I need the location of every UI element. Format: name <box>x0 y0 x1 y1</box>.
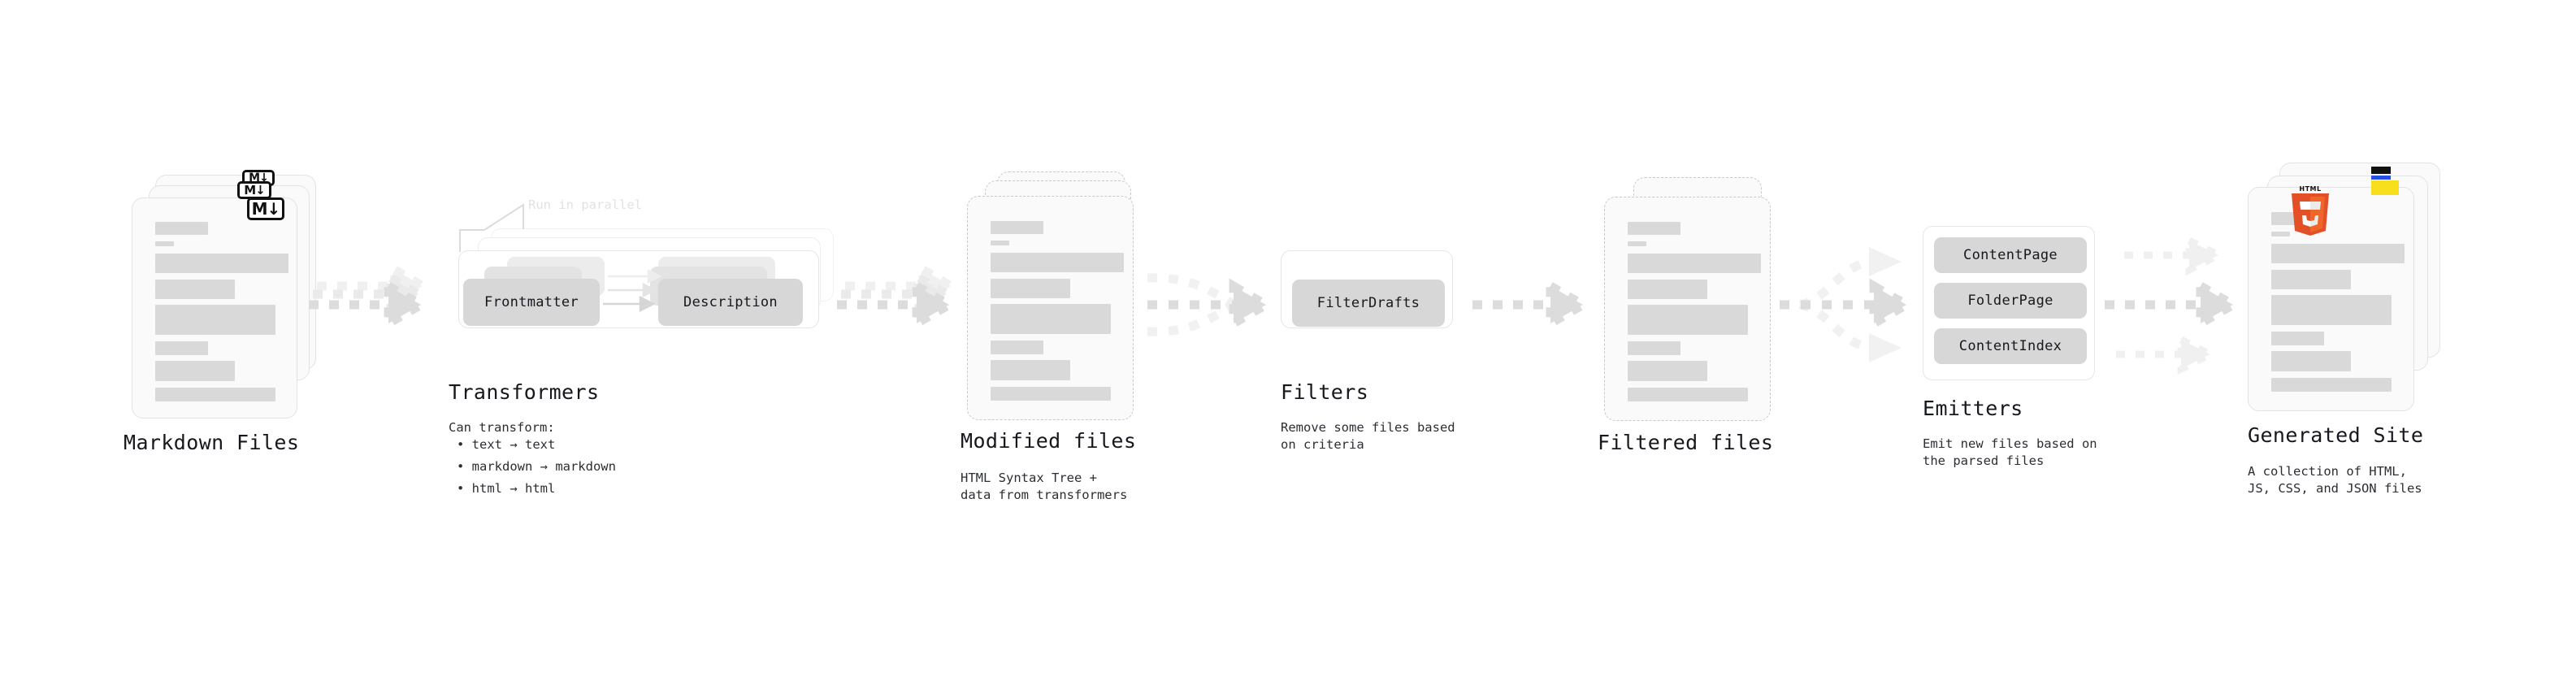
run-in-parallel-label: Run in parallel <box>528 197 642 212</box>
transformers-bullet-2: • html → html <box>457 481 556 496</box>
transformer-node-frontmatter[interactable]: Frontmatter <box>463 279 600 326</box>
emitters-subtitle: Emit new files based on the parsed files <box>1923 436 2097 468</box>
generated-file-card-front <box>2248 187 2414 411</box>
generated-site-subtitle: A collection of HTML, JS, CSS, and JSON … <box>2248 464 2422 496</box>
arrow-transformers-to-modified <box>837 262 960 332</box>
filters-title: Filters <box>1281 380 1369 404</box>
modified-files-subtitle: HTML Syntax Tree + data from transformer… <box>961 471 1128 502</box>
arrow-modified-to-filters <box>1147 273 1276 336</box>
html5-icon-label: HTML <box>2299 185 2322 193</box>
markdown-icon: M↓ <box>247 197 284 220</box>
css-icon <box>2371 167 2391 180</box>
emitter-node-folderpage[interactable]: FolderPage <box>1934 283 2087 319</box>
modified-files-title: Modified files <box>961 429 1137 453</box>
emitter-node-contentpage[interactable]: ContentPage <box>1934 237 2087 273</box>
transformer-node-description[interactable]: Description <box>658 279 803 326</box>
markdown-files-title: Markdown Files <box>124 431 300 454</box>
arrow-markdown-to-transformers <box>309 262 432 332</box>
js-icon <box>2371 180 2399 195</box>
filter-node-filterdrafts[interactable]: FilterDrafts <box>1292 280 1445 327</box>
transformers-bullet-1: • markdown → markdown <box>457 459 616 474</box>
arrow-emitters-to-generated <box>2105 234 2243 375</box>
transformers-bullet-0: • text → text <box>457 437 556 452</box>
arrow-filtered-to-emitters <box>1780 247 1916 362</box>
emitter-node-contentindex[interactable]: ContentIndex <box>1934 328 2087 364</box>
transformers-subtitle: Can transform: <box>449 420 555 435</box>
emitters-title: Emitters <box>1923 397 2023 420</box>
generated-site-title: Generated Site <box>2248 423 2424 447</box>
filtered-file-card-front <box>1604 197 1771 421</box>
filters-subtitle: Remove some files based on criteria <box>1281 420 1455 452</box>
arrow-filters-to-filtered <box>1472 278 1593 332</box>
filtered-files-title: Filtered files <box>1598 431 1774 454</box>
transformers-title: Transformers <box>449 380 600 404</box>
markdown-icon-mid: M↓ <box>237 181 271 199</box>
markdown-file-card-front <box>132 197 297 419</box>
modified-file-card-front <box>967 196 1134 420</box>
